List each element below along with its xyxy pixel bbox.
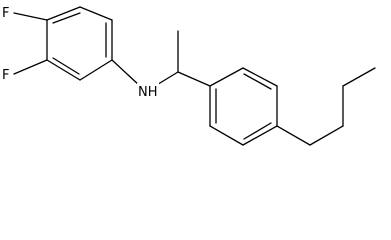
ring1-double-bond-a [52, 12, 81, 24]
ring2-bond-3 [242, 125, 278, 146]
c-f-bond-top [13, 12, 48, 21]
fluorine-top-text: F [2, 6, 9, 21]
c-n-bond [111, 59, 141, 87]
ring1-bond-5 [46, 59, 81, 81]
c-f-bond-bottom [13, 59, 48, 75]
butyl-bond-1 [276, 125, 311, 146]
ring2-double-bond-b [243, 122, 272, 140]
ring2-bond-5 [242, 67, 278, 87]
butyl-bond-2 [309, 125, 344, 146]
fluorine-top-label: F [1, 4, 13, 21]
ring1-bond-4 [79, 59, 113, 81]
ring2-bond-6 [209, 67, 244, 87]
ring1-bond-1 [46, 6, 81, 21]
difluorophenyl-ring [46, 6, 113, 81]
ring1-double-bond-c [52, 57, 80, 75]
ch-ring2-bond [177, 71, 211, 87]
fluorine-bottom-label: F [1, 66, 13, 83]
fluorine-bottom-text: F [2, 68, 9, 83]
amine-label: NH [137, 83, 159, 100]
amine-text: NH [138, 85, 158, 100]
ring2-bond-2 [209, 125, 244, 146]
butyl-chain [276, 67, 376, 146]
ring1-bond-2 [79, 6, 113, 21]
butyl-bond-4 [342, 67, 376, 87]
butylphenyl-ring [209, 67, 278, 146]
molecule-diagram: F F NH [1, 4, 376, 146]
ring2-double-bond-c [243, 73, 272, 90]
